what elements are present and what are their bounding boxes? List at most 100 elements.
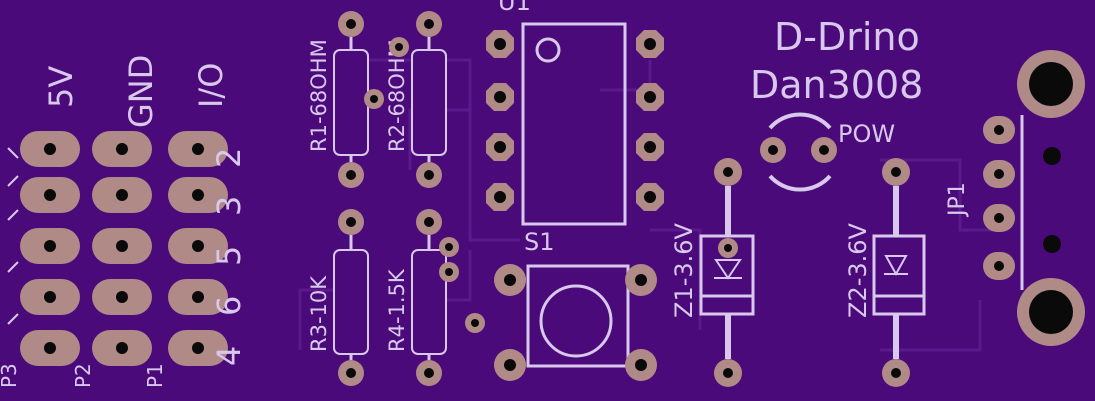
- pad-hole: [44, 342, 56, 354]
- pad-hole: [644, 141, 656, 153]
- pad-hole: [994, 125, 1004, 135]
- header-column-5v: [20, 131, 80, 366]
- pad-hole: [819, 145, 829, 155]
- pad-hole: [192, 189, 204, 201]
- pad-hole: [994, 261, 1004, 271]
- vias: [364, 37, 485, 333]
- resistor-body: [411, 249, 447, 355]
- via-hole: [445, 268, 453, 276]
- switch-s1: [494, 264, 657, 381]
- mount-hole: [1029, 290, 1073, 334]
- pad-hole: [723, 368, 733, 378]
- resistor-label-r1: R1-68OHM: [307, 39, 331, 152]
- pad-hole: [994, 213, 1004, 223]
- pad-hole: [44, 240, 56, 252]
- ic-outline: [521, 22, 627, 226]
- header-label-io: I/O: [192, 63, 230, 108]
- header-column-io: [168, 131, 228, 366]
- led-outline: [768, 174, 832, 192]
- pad-hole: [644, 38, 656, 50]
- pad-hole: [346, 368, 356, 378]
- switch-outline: [526, 264, 630, 368]
- pad-hole: [494, 38, 506, 50]
- resistor-body: [333, 49, 369, 156]
- ic-u1: [486, 22, 664, 226]
- header-ref-p3: P3: [0, 363, 21, 388]
- pad-hole: [192, 342, 204, 354]
- pad-hole: [494, 191, 506, 203]
- connector-ref-label: JP1: [945, 182, 970, 218]
- pad-hole: [724, 244, 732, 252]
- pad-hole: [424, 170, 434, 180]
- pad-hole: [192, 143, 204, 155]
- pad-hole: [644, 91, 656, 103]
- pin-number: 3: [210, 196, 248, 216]
- board-author: Dan3008: [750, 63, 923, 107]
- pad-hole: [424, 368, 434, 378]
- pad-hole: [346, 217, 356, 227]
- pad-hole: [116, 189, 128, 201]
- pad-hole: [116, 342, 128, 354]
- pin-number: 2: [210, 148, 248, 168]
- pad-hole: [504, 359, 516, 371]
- pad-hole: [116, 291, 128, 303]
- header-ref-p1: P1: [143, 363, 167, 388]
- header-ref-p2: P2: [71, 363, 95, 388]
- pad-hole: [44, 291, 56, 303]
- header-column-gnd: [92, 131, 152, 366]
- pad-hole: [116, 240, 128, 252]
- pad-hole: [424, 217, 434, 227]
- resistor-label-r3: R3-10K: [307, 275, 331, 352]
- led-outline: [768, 112, 832, 130]
- pad-hole: [723, 167, 733, 177]
- pad-hole: [346, 19, 356, 29]
- pad-hole: [891, 167, 901, 177]
- zener-symbol: [714, 259, 742, 280]
- pad-hole: [192, 240, 204, 252]
- via-hole: [471, 319, 479, 327]
- header-pads: [7, 131, 228, 366]
- switch-ref-label: S1: [524, 228, 555, 256]
- resistor-r2: [411, 11, 447, 188]
- pad-hole: [994, 169, 1004, 179]
- resistor-body: [411, 49, 447, 156]
- ic-ref-label: U1: [498, 0, 531, 16]
- zener-z2: [872, 158, 926, 387]
- pad-hole: [424, 19, 434, 29]
- pad-hole: [635, 274, 647, 286]
- pad-hole: [346, 170, 356, 180]
- resistor-r3: [333, 209, 369, 386]
- via-hole: [370, 95, 378, 103]
- pad-hole: [644, 191, 656, 203]
- switch-actuator: [539, 284, 613, 358]
- pad-hole: [891, 368, 901, 378]
- pad-hole: [116, 143, 128, 155]
- ic-pin1-marker: [535, 37, 561, 63]
- board-title: D-Drino: [774, 15, 920, 59]
- header-label-5v: 5V: [42, 66, 80, 108]
- locating-hole: [1043, 147, 1061, 165]
- zener-label-z1: Z1-3.6V: [670, 222, 698, 318]
- via-hole: [445, 243, 453, 251]
- pad-hole: [635, 359, 647, 371]
- pad-hole: [494, 91, 506, 103]
- pin-number: 6: [210, 296, 248, 316]
- resistor-r4: [411, 209, 447, 386]
- pad-hole: [504, 274, 516, 286]
- resistor-body: [333, 249, 369, 355]
- resistor-label-r2: R2-68OHM: [385, 39, 409, 152]
- zener-z1: [699, 158, 755, 387]
- zener-symbol: [884, 255, 908, 277]
- pad-hole: [44, 189, 56, 201]
- pin-number: 4: [210, 346, 248, 366]
- header-outline: [7, 147, 19, 325]
- header-label-gnd: GND: [122, 55, 160, 128]
- resistors: [333, 11, 447, 386]
- pad-hole: [768, 145, 778, 155]
- pad-hole: [494, 141, 506, 153]
- zener-body: [872, 234, 926, 316]
- pad-hole: [44, 143, 56, 155]
- zener-label-z2: Z2-3.6V: [844, 222, 872, 318]
- connector-jp1: [983, 50, 1085, 346]
